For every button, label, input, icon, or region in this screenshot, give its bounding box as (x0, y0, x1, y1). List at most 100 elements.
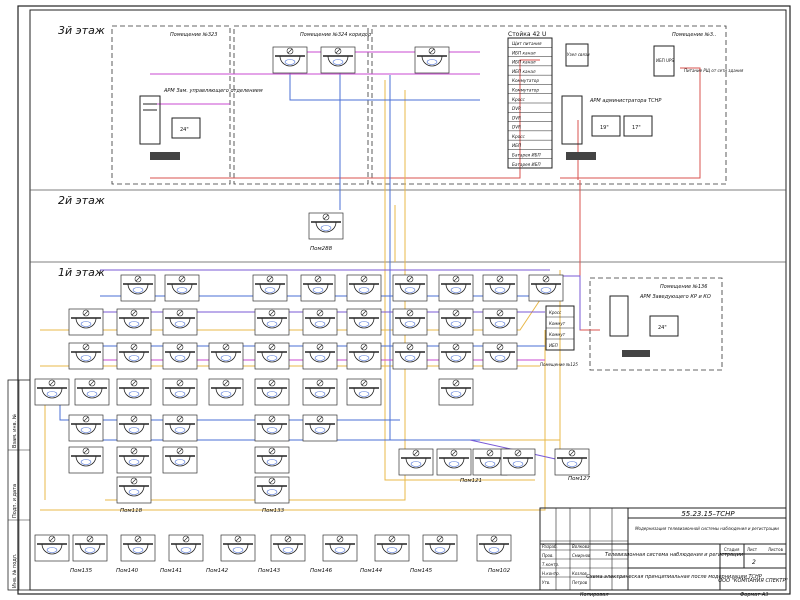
tb-name: Петров (572, 580, 588, 585)
drawing-title: Телевизионная система наблюдения и регис… (605, 552, 744, 558)
camera-icon (392, 274, 428, 302)
camera-icon (208, 378, 244, 406)
room-tag: Пом133 (262, 508, 285, 514)
camera-icon (254, 342, 290, 370)
camera-icon (164, 274, 200, 302)
monitor-19-label: 19" (600, 125, 609, 131)
room-tag: Пом135 (70, 568, 93, 574)
camera-icon (116, 414, 152, 442)
camera-icon (346, 274, 382, 302)
rack-title: Стойка 42 U (508, 31, 546, 38)
workstation-f3-right: АРМ администратора ТСНР 19" 17" (561, 95, 661, 160)
camera-icon (116, 342, 152, 370)
tb-role: Пров. (542, 553, 554, 558)
monitor-24-label: 24" (180, 127, 189, 133)
floor-1-label: 1й этаж (58, 266, 105, 279)
side-stamp-2: Подп. и дата (12, 484, 18, 518)
room-tag: Пом145 (410, 568, 433, 574)
camera-icon (302, 414, 338, 442)
camera-icon (162, 414, 198, 442)
camera-icon (554, 448, 590, 476)
camera-icon (308, 212, 344, 240)
camera-icon (476, 534, 512, 562)
camera-icon (68, 342, 104, 370)
rack-item-label: DVR (512, 106, 521, 111)
power-note: Питание РЩ от сети здания (684, 68, 744, 73)
room-server (371, 25, 727, 185)
camera-icon (116, 446, 152, 474)
camera-icon (346, 342, 382, 370)
camera-icon (346, 308, 382, 336)
camera-icon (68, 308, 104, 336)
camera-icon (482, 308, 518, 336)
side-stamp-3: Инв. № подл. (12, 553, 18, 588)
side-stamp: Взам. инв. № Подп. и дата Инв. № подл. (7, 379, 31, 591)
camera-icon (162, 446, 198, 474)
camera-icon (168, 534, 204, 562)
camera-icon (120, 274, 156, 302)
camera-icon (120, 534, 156, 562)
tb-role: Т.контр. (542, 562, 559, 567)
room-136-label: Помещение №136 (660, 284, 707, 290)
camera-icon (116, 308, 152, 336)
rack-item-label: Коммутатор (512, 78, 539, 83)
camera-icon (422, 534, 458, 562)
tb-role: Разраб. (542, 544, 558, 549)
camera-icon (398, 448, 434, 476)
drawing-code: 55.23.15–ТСНР (681, 510, 735, 518)
workstation-f3-right-label: АРМ администратора ТСНР (589, 98, 661, 104)
rack-item-label: DVR (512, 115, 521, 120)
rack-f1-item-label: Кросс (549, 310, 562, 315)
room-tag: Пом288 (310, 246, 333, 252)
camera-icon (116, 378, 152, 406)
room-tag: Пом102 (488, 568, 511, 574)
rack-item-label: Коммутатор (512, 88, 539, 93)
camera-icon (482, 342, 518, 370)
room-136 (589, 277, 723, 371)
router-box-label: Узел связи (567, 52, 590, 57)
room-tag: Пом142 (206, 568, 229, 574)
rack-f1-item-label: Коммут (549, 332, 566, 337)
sheets-label: Листов (768, 547, 784, 552)
rack-f1-room: Помещение №125 (540, 362, 578, 367)
camera-icon (68, 414, 104, 442)
room-tag: Пом118 (120, 508, 143, 514)
camera-icon (300, 274, 336, 302)
camera-icon (438, 274, 474, 302)
camera-icon (392, 308, 428, 336)
camera-icon (302, 342, 338, 370)
camera-icon (252, 274, 288, 302)
title-block: 55.23.15–ТСНР Модернизация телевизионной… (539, 507, 788, 598)
camera-icon (72, 534, 108, 562)
camera-icon (374, 534, 410, 562)
room-324 (233, 25, 369, 185)
camera-icon (254, 446, 290, 474)
room-server-label: Помещение №3.. (672, 32, 716, 38)
cameras (34, 46, 590, 562)
camera-icon (208, 342, 244, 370)
room-tag: Пом146 (310, 568, 333, 574)
camera-icon (68, 446, 104, 474)
camera-icon (528, 274, 564, 302)
tb-role: Утв. (542, 580, 550, 585)
workstation-f1: АРМ Заведующего КР и КО 24" (609, 294, 711, 357)
camera-icon (500, 448, 536, 476)
room-tag: Пом127 (568, 476, 591, 482)
floor-3-label: 3й этаж (58, 24, 105, 37)
camera-icon (302, 308, 338, 336)
camera-icon (438, 342, 474, 370)
room-tag: Пом121 (460, 478, 482, 484)
camera-icon (254, 476, 290, 504)
company-name: ООО "КОМПАНИЯ СПЕКТР" (718, 578, 788, 584)
camera-icon (346, 378, 382, 406)
workstation-f3-left-label: АРМ Зам. управляющего отделением (163, 88, 263, 94)
rack-item-label: ИБП канал (512, 50, 536, 55)
stage-label: Стадия (724, 547, 740, 552)
format-label: Формат A3 (740, 592, 768, 598)
power-box (653, 45, 675, 77)
drawing-subtitle: Схема электрическая принципиальная после… (586, 574, 762, 580)
rack-item-label: Щит питания (512, 41, 542, 46)
tb-role: Н.контр. (542, 571, 560, 576)
